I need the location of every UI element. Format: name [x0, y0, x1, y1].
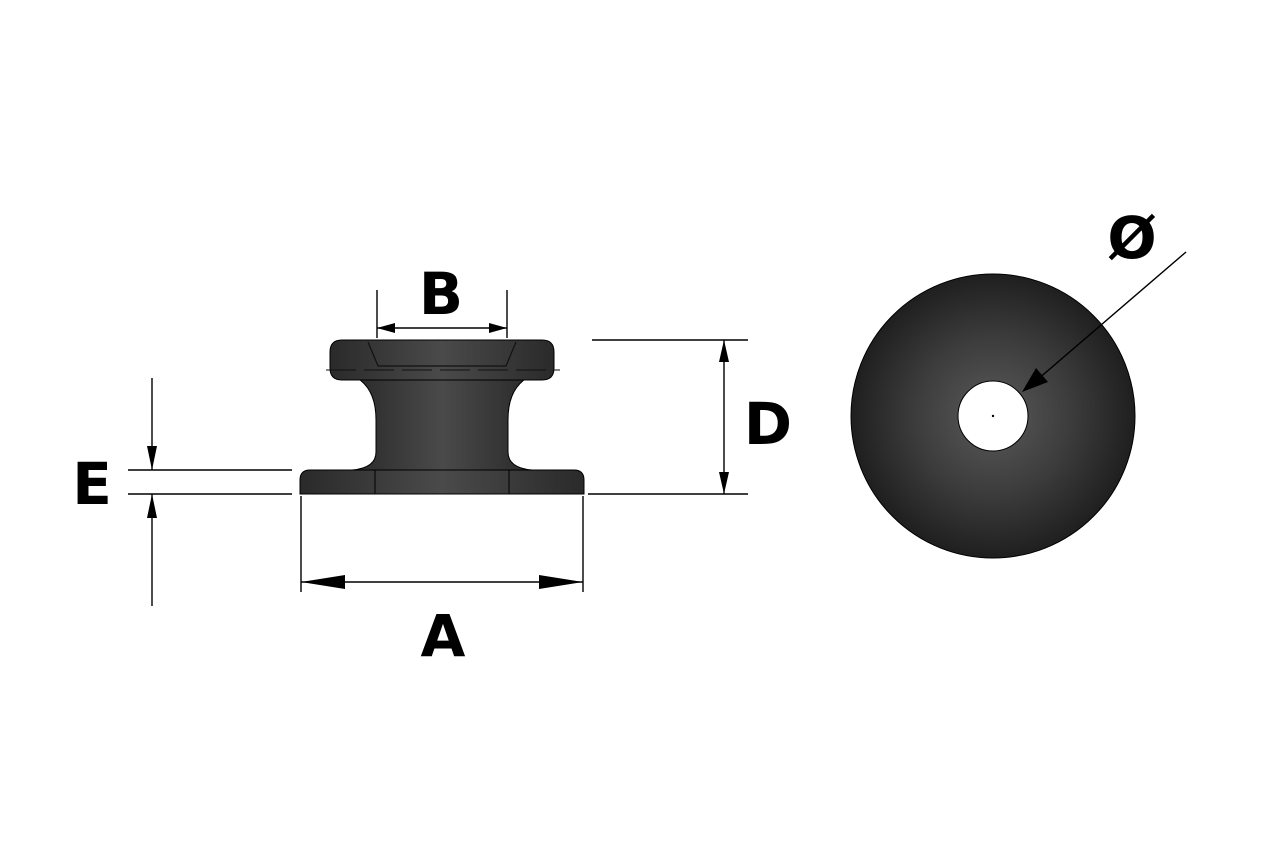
side-view — [299, 339, 585, 495]
b-arrow-right — [489, 323, 507, 333]
a-arrow-left — [301, 575, 345, 589]
top-view — [850, 273, 1136, 559]
dimension-e: E — [72, 378, 292, 606]
label-d: D — [744, 390, 792, 458]
e-arrow-bottom — [147, 494, 157, 518]
a-arrow-right — [539, 575, 583, 589]
b-arrow-left — [377, 323, 395, 333]
diameter-leader — [1029, 251, 1187, 387]
diameter-arrow — [1022, 368, 1048, 392]
base-flange — [299, 469, 585, 495]
top-flange — [329, 339, 555, 381]
label-diameter: Ø — [1107, 204, 1156, 272]
label-a: A — [421, 602, 466, 670]
d-arrow-bottom — [719, 472, 729, 494]
waist-body — [351, 379, 533, 471]
label-b: B — [419, 260, 463, 328]
label-e: E — [72, 450, 112, 518]
dimension-diameter: Ø — [1022, 204, 1187, 392]
center-dot — [991, 414, 995, 418]
dimension-d: D — [588, 339, 792, 495]
d-arrow-top — [719, 340, 729, 362]
dimension-b: B — [376, 260, 508, 338]
dimension-a: A — [300, 496, 584, 670]
top-bevel — [367, 341, 517, 367]
e-arrow-top — [147, 446, 157, 470]
